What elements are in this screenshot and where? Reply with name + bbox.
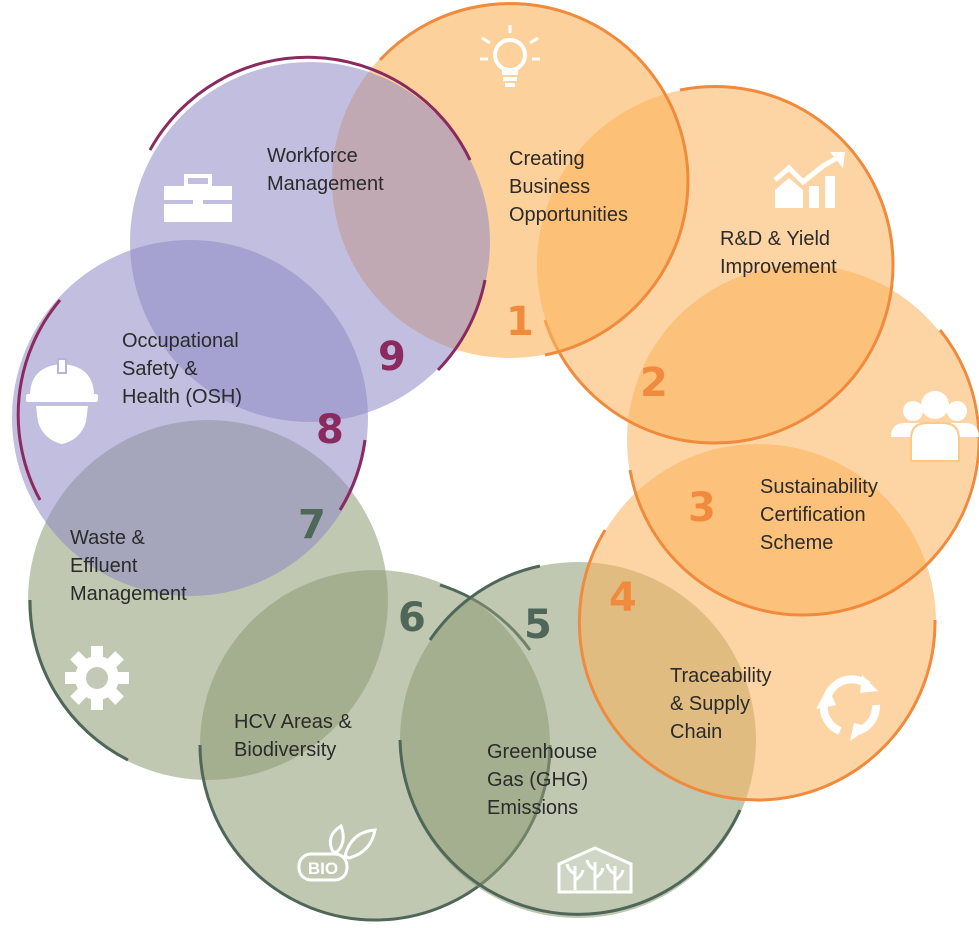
- safety-helmet-icon: [26, 358, 98, 444]
- briefcase-icon: [164, 174, 232, 222]
- svg-text:BIO: BIO: [308, 859, 338, 878]
- label-7-line: Management: [70, 583, 187, 605]
- label-5-line: Emissions: [487, 797, 579, 819]
- label-3-line: Sustainability: [760, 476, 878, 498]
- label-6-line: HCV Areas &: [234, 711, 352, 733]
- number-1: 1: [506, 299, 534, 345]
- gear-icon: [65, 646, 129, 710]
- circle-8[interactable]: [12, 240, 368, 596]
- label-7: Waste & Effluent Management: [70, 524, 187, 608]
- label-5-line: Gas (GHG): [487, 769, 589, 791]
- lightbulb-icon: [480, 25, 540, 87]
- label-9-line: Management: [267, 173, 384, 195]
- label-4: Traceability & Supply Chain: [670, 662, 772, 746]
- label-5-line: Greenhouse: [487, 741, 598, 763]
- label-9: Workforce Management: [267, 142, 384, 198]
- greenhouse-plants-icon: [557, 846, 633, 894]
- label-8-line: Occupational: [122, 330, 239, 352]
- label-9-line: Workforce: [267, 145, 358, 167]
- label-7-line: Waste &: [70, 527, 145, 549]
- label-3-line: Certification: [760, 504, 866, 526]
- label-7-line: Effluent: [70, 555, 138, 577]
- label-6: HCV Areas & Biodiversity: [234, 708, 352, 764]
- number-8: 8: [316, 407, 344, 453]
- label-3: Sustainability Certification Scheme: [760, 473, 878, 557]
- label-3-line: Scheme: [760, 532, 834, 554]
- label-1-line: Creating: [509, 148, 585, 170]
- label-5: Greenhouse Gas (GHG) Emissions: [487, 738, 597, 822]
- number-9: 9: [378, 334, 406, 380]
- number-3: 3: [688, 485, 716, 531]
- bio-leaf-icon: BIO: [297, 823, 377, 882]
- growth-chart-icon: [773, 152, 845, 208]
- label-2: R&D & Yield Improvement: [720, 225, 837, 281]
- number-6: 6: [398, 595, 426, 641]
- number-7: 7: [298, 502, 326, 548]
- label-1-line: Business: [509, 176, 591, 198]
- label-2-line: Improvement: [720, 256, 837, 278]
- label-8-line: Health (OSH): [122, 386, 243, 408]
- label-1: Creating Business Opportunities: [509, 145, 628, 229]
- label-4-line: Chain: [670, 721, 723, 743]
- label-6-line: Biodiversity: [234, 739, 337, 761]
- number-2: 2: [640, 360, 668, 406]
- number-5: 5: [524, 602, 552, 648]
- recycle-arrows-icon: [816, 675, 880, 741]
- label-4-line: & Supply: [670, 693, 751, 715]
- people-group-icon: [891, 391, 979, 462]
- label-8-line: Safety &: [122, 358, 198, 380]
- label-8: Occupational Safety & Health (OSH): [122, 327, 242, 411]
- number-4: 4: [609, 575, 637, 621]
- label-1-line: Opportunities: [509, 204, 628, 226]
- label-4-line: Traceability: [670, 665, 772, 687]
- label-2-line: R&D & Yield: [720, 228, 831, 250]
